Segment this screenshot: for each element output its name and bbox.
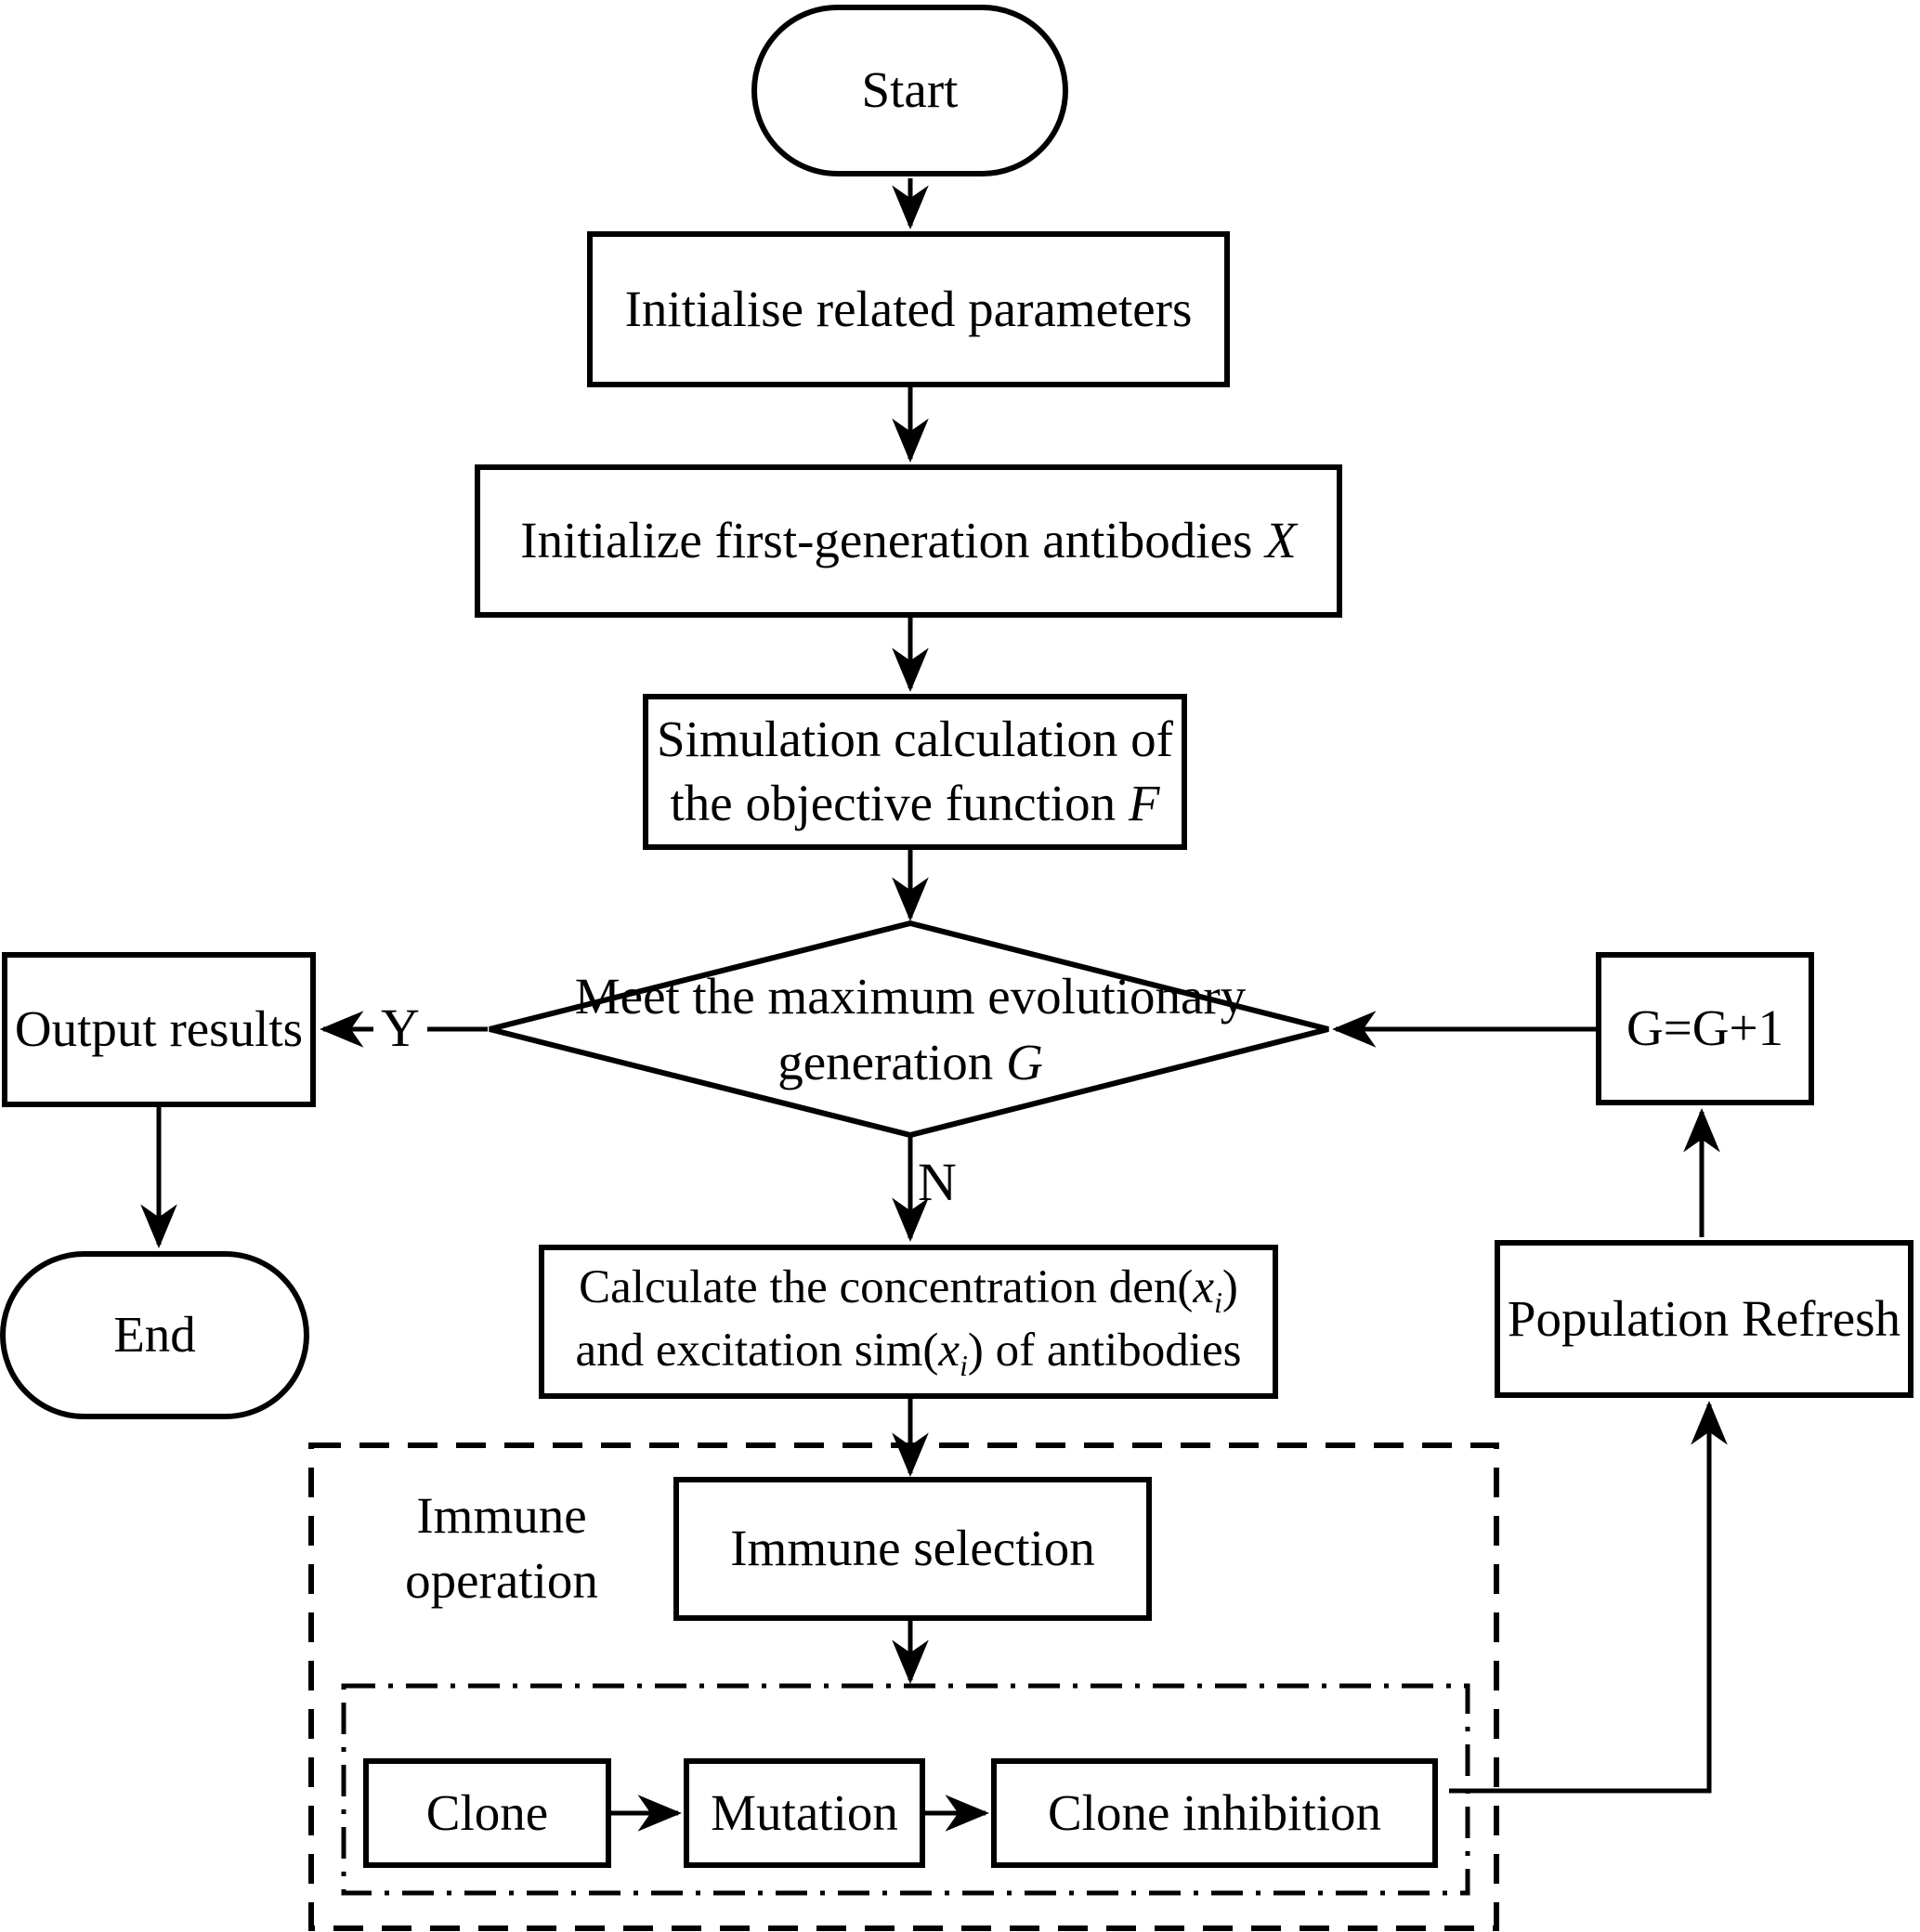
- g-increment-node: G=G+1: [1596, 952, 1814, 1105]
- end-label: End: [113, 1306, 196, 1364]
- calc-concentration-label: Calculate the concentration den(xi) and …: [575, 1261, 1242, 1383]
- init-params-node: Initialise related parameters: [587, 231, 1230, 387]
- edge-label-no: N: [918, 1152, 957, 1212]
- clone-label: Clone: [425, 1783, 549, 1841]
- calc-concentration-node: Calculate the concentration den(xi) and …: [539, 1245, 1278, 1399]
- start-node: Start: [751, 5, 1068, 176]
- population-refresh-label: Population Refresh: [1507, 1289, 1901, 1347]
- simulation-label: Simulation calculation of the objective …: [657, 711, 1173, 831]
- end-node: End: [0, 1251, 309, 1419]
- edge-clone-inhibition-to-refresh: [1449, 1401, 1728, 1794]
- output-results-label: Output results: [14, 1000, 304, 1058]
- decision-node: Meet the maximum evolutionary generation…: [506, 944, 1314, 1115]
- mutation-label: Mutation: [711, 1783, 898, 1841]
- immune-operation-label: Immune operation: [405, 1486, 598, 1609]
- simulation-node: Simulation calculation of the objective …: [643, 694, 1187, 850]
- immune-selection-label: Immune selection: [730, 1520, 1095, 1577]
- clone-inhibition-label: Clone inhibition: [1047, 1783, 1382, 1841]
- init-antibodies-node: Initialize first-generation antibodies X: [475, 464, 1342, 618]
- g-increment-label: G=G+1: [1626, 999, 1783, 1057]
- population-refresh-node: Population Refresh: [1495, 1240, 1913, 1398]
- output-results-node: Output results: [2, 952, 316, 1107]
- decision-label: Meet the maximum evolutionary generation…: [574, 967, 1247, 1091]
- immune-selection-node: Immune selection: [673, 1477, 1152, 1621]
- mutation-node: Mutation: [684, 1758, 925, 1868]
- clone-inhibition-node: Clone inhibition: [991, 1758, 1438, 1868]
- init-params-label: Initialise related parameters: [624, 280, 1193, 337]
- start-label: Start: [861, 61, 959, 119]
- edge-label-yes: Y: [373, 1001, 427, 1055]
- init-antibodies-label: Initialize first-generation antibodies X: [520, 512, 1297, 569]
- clone-node: Clone: [363, 1758, 611, 1868]
